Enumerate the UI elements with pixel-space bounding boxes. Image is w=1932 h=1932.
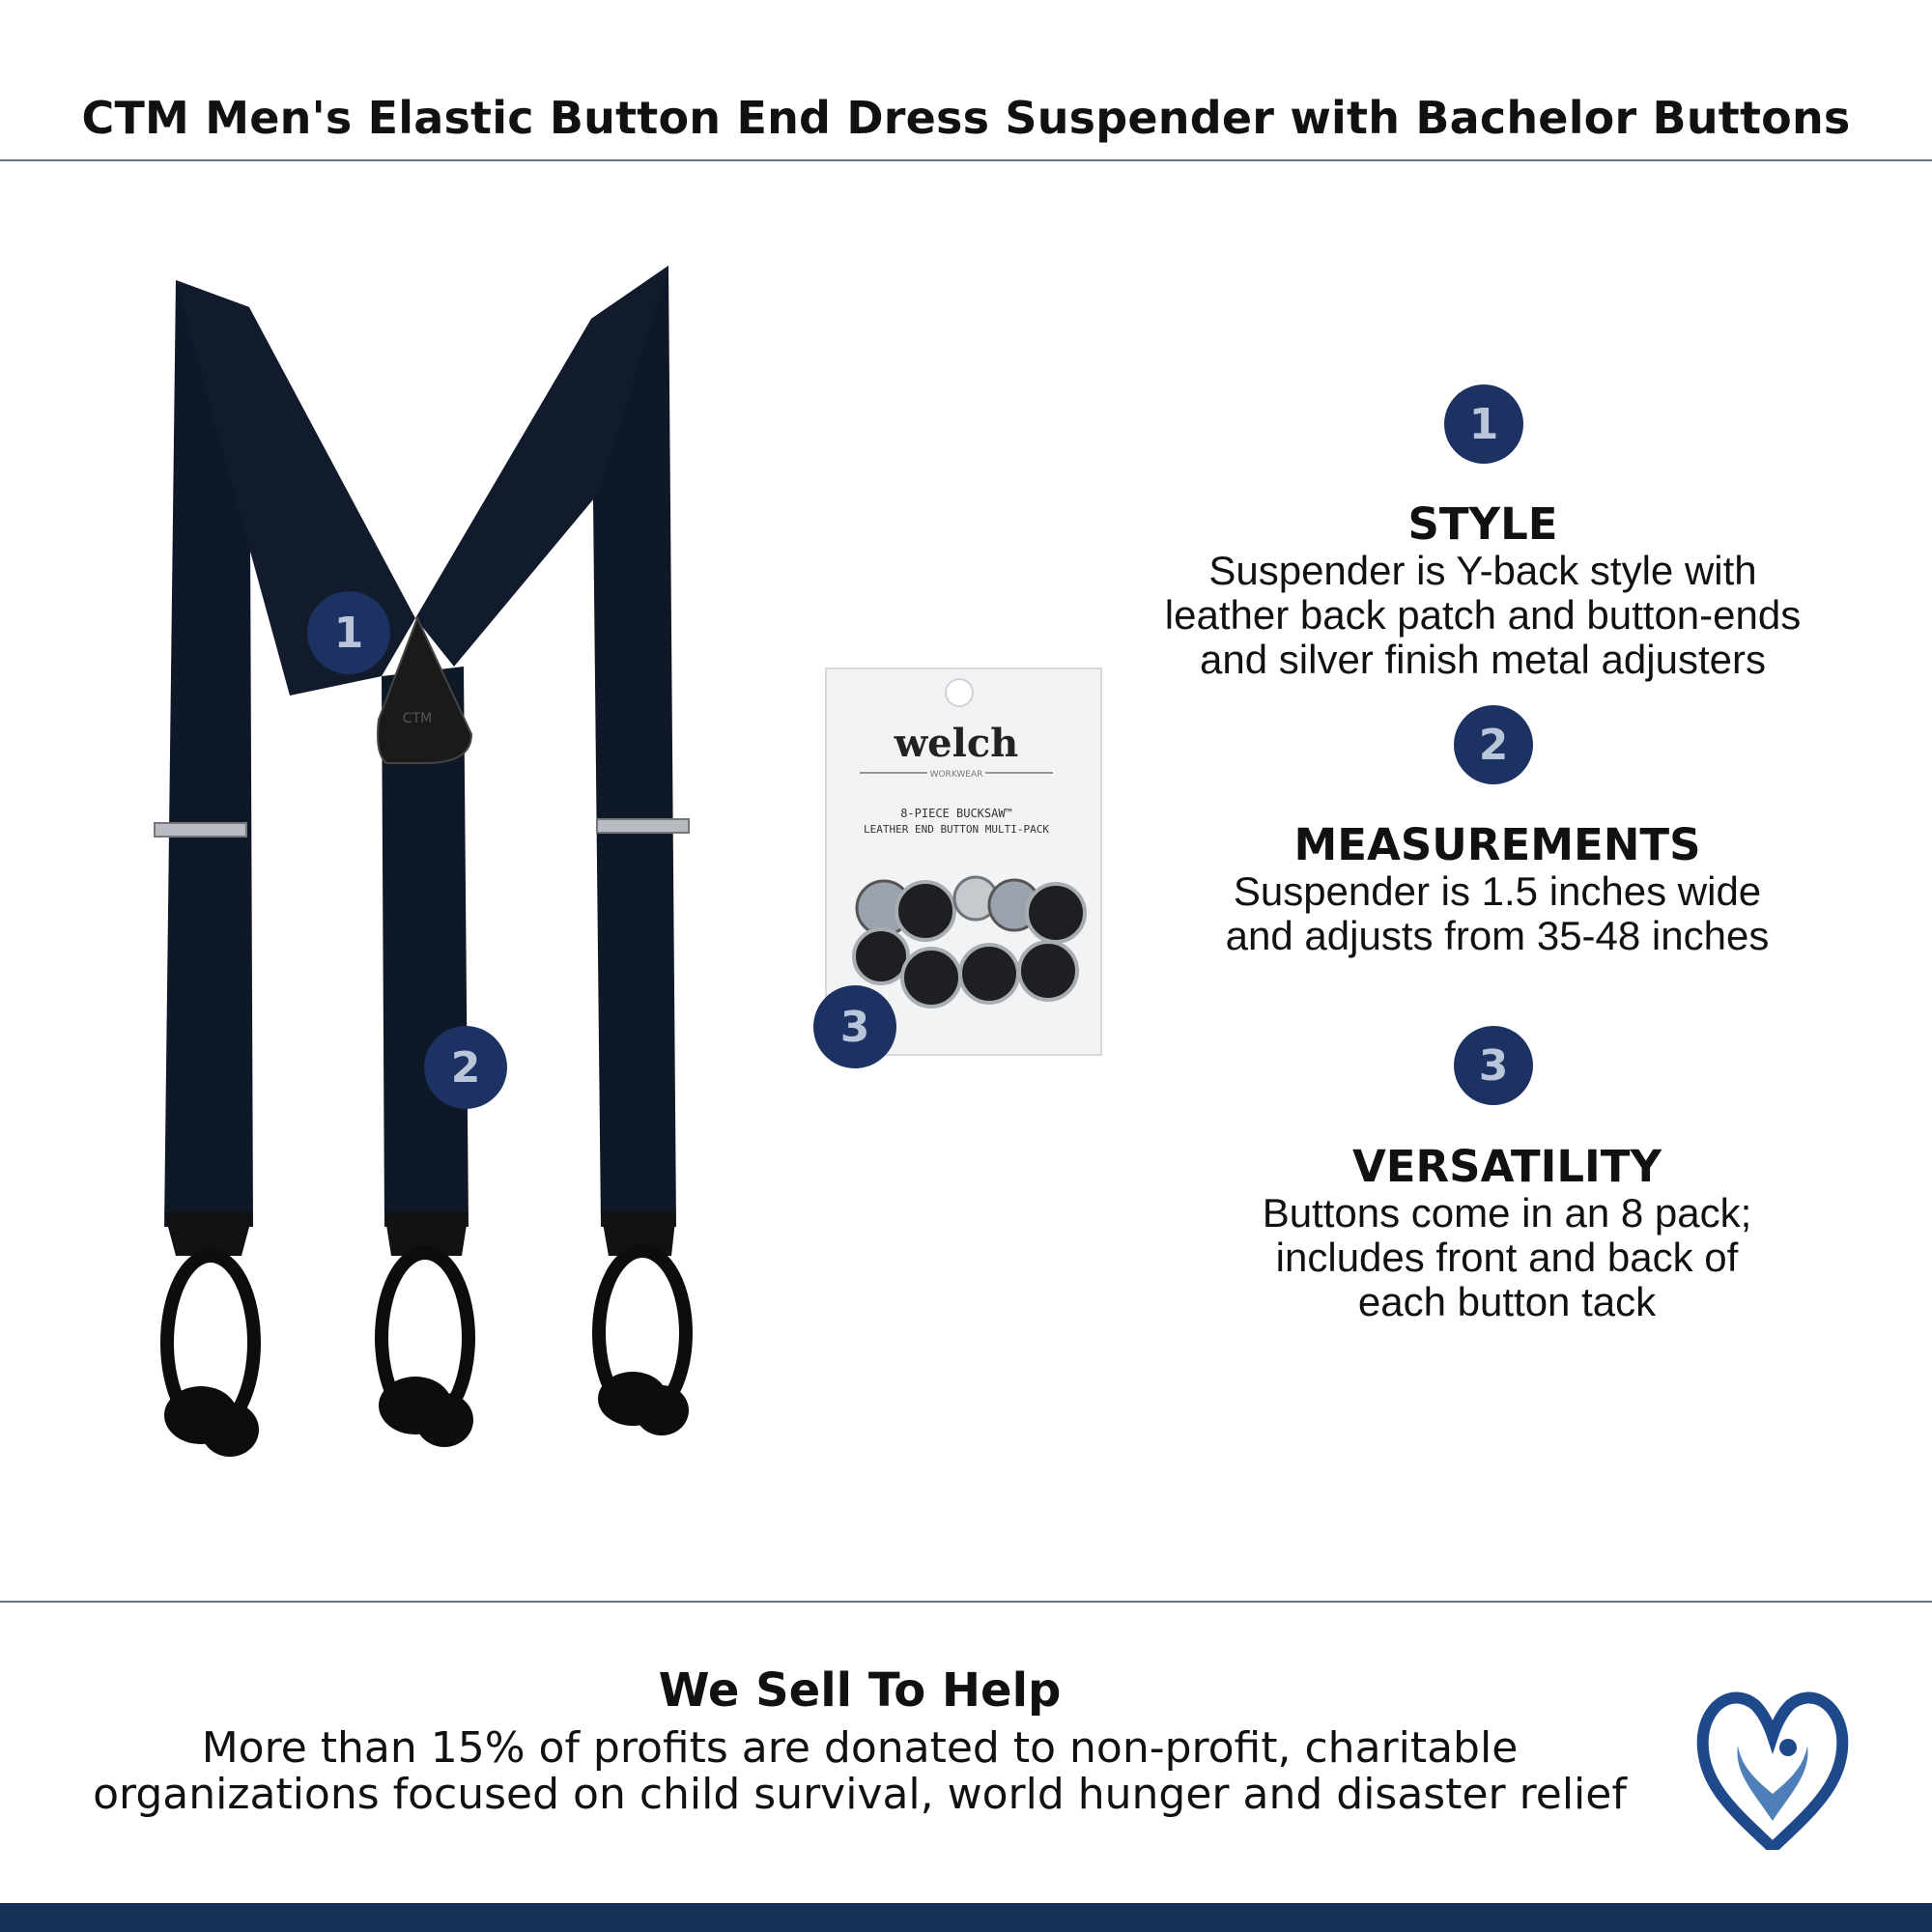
right-diagonal — [415, 266, 668, 667]
pack-brand-sub: WORKWEAR — [930, 770, 983, 780]
feature-style-description: Suspender is Y-back style with leather b… — [1164, 548, 1802, 682]
button-pack-image: welch WORKWEAR 8-PIECE BUCKSAW™ LEATHER … — [825, 668, 1102, 1056]
feature-versatility-heading: VERSATILITY — [1351, 1141, 1662, 1192]
left-strap — [164, 280, 253, 1227]
pack-brand: welch — [894, 721, 1019, 766]
charity-text: More than 15% of profits are donated to … — [93, 1723, 1627, 1819]
leather-patch — [377, 615, 473, 764]
feature-1-number: 1 — [1444, 384, 1523, 464]
footer-bar — [0, 1903, 1932, 1932]
right-adjuster — [596, 818, 690, 834]
product-illustration: CTM welch WORKWEAR 8-PIE — [154, 266, 1102, 1457]
buttons-group — [852, 875, 1087, 1009]
left-adjuster — [154, 822, 247, 838]
charity-section: We Sell To Help More than 15% of profits… — [58, 1662, 1662, 1818]
marker-3: 3 — [813, 985, 896, 1068]
right-button-end — [592, 1212, 693, 1435]
left-button-end — [160, 1212, 261, 1457]
feature-measurements-heading: MEASUREMENTS — [1293, 819, 1701, 870]
feature-style: STYLE Suspender is Y-back style with lea… — [1101, 500, 1864, 682]
top-divider — [0, 159, 1932, 161]
suspender-image: CTM — [154, 266, 693, 1457]
feature-versatility: VERSATILITY Buttons come in an 8 pack; i… — [1188, 1143, 1826, 1324]
marker-1: 1 — [307, 591, 390, 674]
middle-divider — [0, 1601, 1932, 1603]
feature-measurements-description: Suspender is 1.5 inches wide and adjusts… — [1225, 868, 1770, 958]
feature-3-number: 3 — [1454, 1026, 1533, 1105]
charity-heading: We Sell To Help — [658, 1663, 1062, 1718]
center-button-end — [375, 1212, 475, 1447]
pack-line1: 8-PIECE BUCKSAW™ — [900, 807, 1012, 820]
feature-style-heading: STYLE — [1407, 498, 1558, 550]
feature-2-number: 2 — [1454, 705, 1533, 784]
right-strap — [591, 266, 676, 1227]
patch-brand: CTM — [403, 711, 432, 726]
marker-2: 2 — [424, 1026, 507, 1109]
feature-measurements: MEASUREMENTS Suspender is 1.5 inches wid… — [1150, 821, 1845, 958]
page-title: CTM Men's Elastic Button End Dress Suspe… — [81, 92, 1851, 144]
feature-versatility-description: Buttons come in an 8 pack; includes fron… — [1262, 1190, 1752, 1324]
heart-wings-logo-icon — [1696, 1691, 1849, 1850]
pack-line2: LEATHER END BUTTON MULTI-PACK — [864, 823, 1049, 836]
